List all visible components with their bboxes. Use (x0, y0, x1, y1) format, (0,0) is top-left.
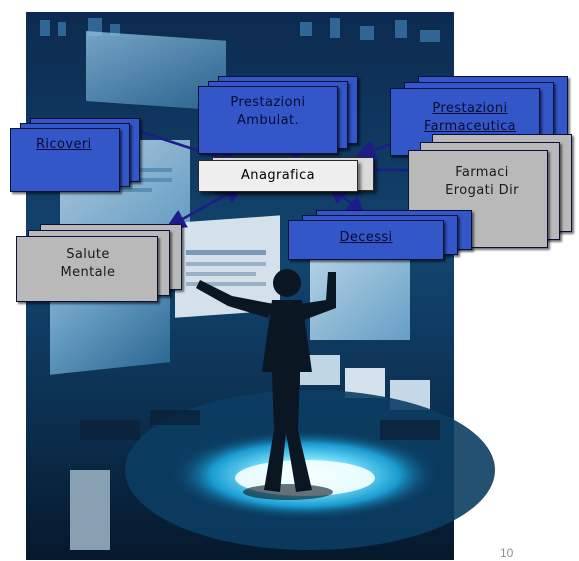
prestazioni-ambulat-line2: Ambulat. (236, 113, 300, 128)
salute-mentale-line2: Mentale (60, 265, 116, 280)
decessi-label: Decessi (339, 230, 393, 245)
farmaci-erogati-line1: Farmaci (455, 165, 509, 180)
node-prestazioni-ambulat: Prestazioni Ambulat. (198, 76, 360, 154)
page-number: 10 (500, 546, 514, 560)
prestazioni-ambulat-line1: Prestazioni (230, 95, 306, 110)
arrow-salute (165, 184, 245, 229)
node-salute-mentale: Salute Mentale (16, 224, 188, 304)
ricoveri-label: Ricoveri (36, 137, 92, 152)
prestazioni-farmaceutica-line2: Farmaceutica (423, 119, 516, 134)
node-ricoveri: Ricoveri (10, 118, 140, 192)
node-decessi: Decessi (288, 210, 474, 260)
anagrafica-label: Anagrafica (241, 168, 315, 183)
salute-mentale-line1: Salute (66, 247, 110, 262)
prestazioni-farmaceutica-line1: Prestazioni (432, 101, 508, 116)
farmaci-erogati-line2: Erogati Dir (445, 183, 519, 198)
node-anagrafica: Anagrafica (198, 157, 378, 195)
